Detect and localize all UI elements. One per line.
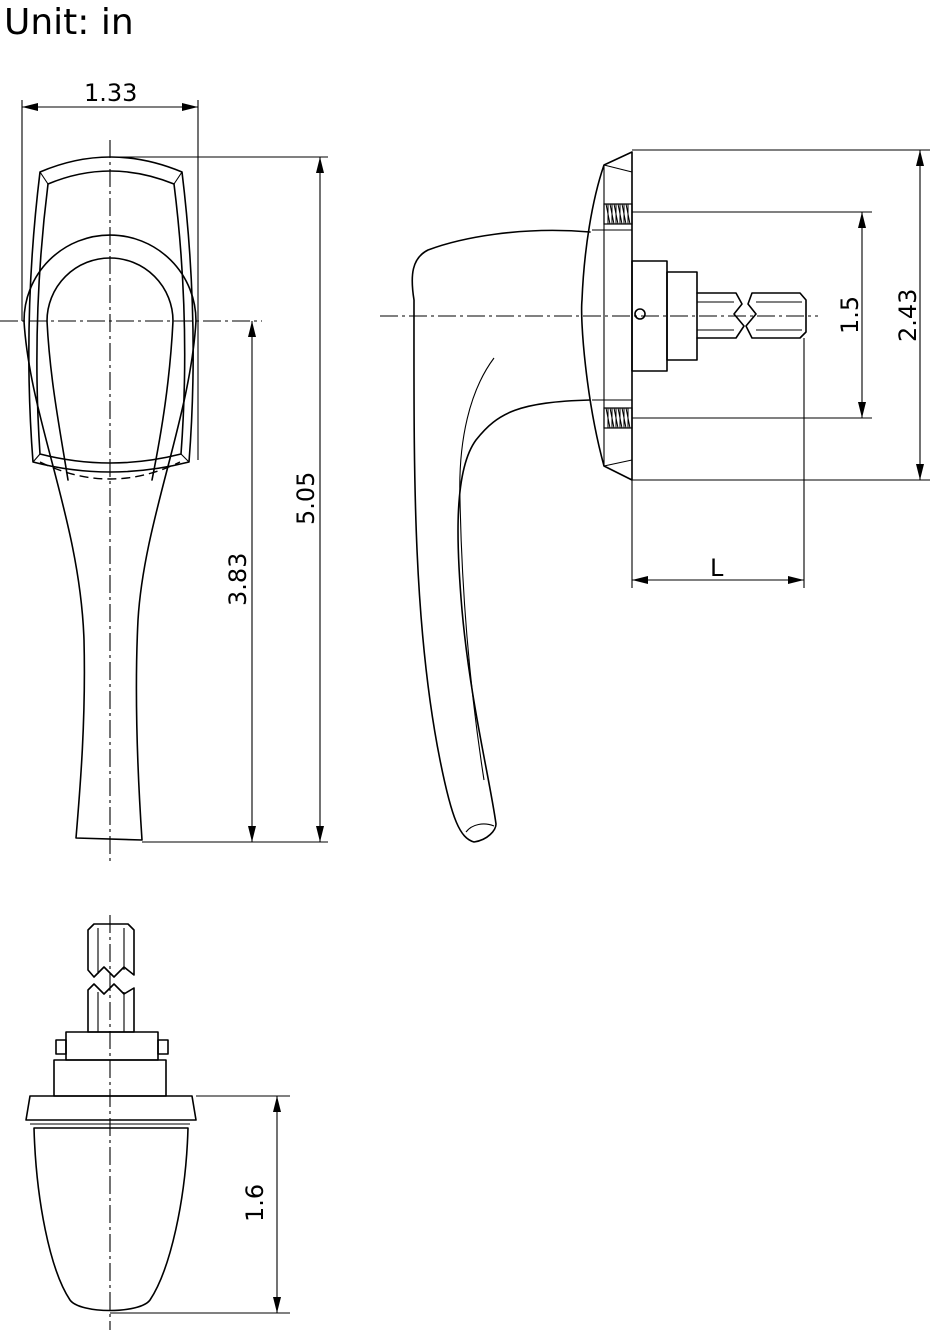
dim-width-label: 1.33 bbox=[84, 79, 137, 107]
bottom-view bbox=[25, 915, 197, 1330]
bottom-plate bbox=[25, 1095, 197, 1121]
front-hidden-arc bbox=[39, 461, 181, 480]
dim-screw-spacing: 1.5 bbox=[632, 211, 872, 419]
dim-length-label: 5.05 bbox=[292, 472, 320, 525]
dim-arrow bbox=[22, 103, 38, 111]
dim-base-depth: 1.6 bbox=[110, 1095, 290, 1314]
dim-arrow bbox=[182, 103, 198, 111]
front-view bbox=[0, 140, 262, 862]
side-base-bevel-top bbox=[603, 164, 633, 173]
dim-arrow bbox=[916, 464, 924, 480]
front-plate-outline bbox=[28, 156, 194, 473]
unit-label: Unit: in bbox=[4, 2, 134, 43]
bevel-corner-tr bbox=[173, 171, 183, 185]
side-lever-outline bbox=[411, 229, 591, 843]
dim-arrow bbox=[248, 321, 256, 337]
front-lever-outline bbox=[23, 320, 197, 841]
dim-arrow bbox=[916, 150, 924, 166]
dim-arrow bbox=[316, 157, 324, 173]
dim-overall-length: 5.05 bbox=[110, 156, 328, 843]
dim-l-label: L bbox=[710, 554, 724, 582]
front-lever-inner-left bbox=[46, 320, 69, 481]
side-lever-inner bbox=[459, 357, 495, 781]
bevel-corner-tl bbox=[39, 171, 49, 185]
front-hub-inner bbox=[46, 257, 174, 322]
side-screw-bottom bbox=[603, 407, 633, 429]
front-plate-bevel bbox=[36, 170, 186, 464]
dim-arrow bbox=[273, 1096, 281, 1112]
dim-arrow bbox=[316, 826, 324, 842]
side-spindle-right bbox=[745, 292, 807, 339]
bottom-knob-body bbox=[33, 1127, 189, 1312]
front-lever-inner-right bbox=[151, 320, 174, 481]
side-view bbox=[380, 151, 818, 843]
bevel-corner-bl bbox=[32, 453, 41, 463]
side-pin-hole bbox=[634, 308, 646, 320]
dim-overall-width: 1.33 bbox=[21, 79, 199, 460]
dim-arrow bbox=[788, 576, 804, 584]
bottom-spindle-top bbox=[87, 923, 135, 978]
side-lever-tip bbox=[465, 823, 495, 833]
bottom-pin-left bbox=[55, 1039, 67, 1055]
dim-arrow bbox=[858, 402, 866, 418]
bottom-spindle-bottom bbox=[87, 983, 135, 1033]
dim-screw-label: 1.5 bbox=[836, 296, 864, 334]
bottom-hub-top bbox=[65, 1031, 159, 1061]
front-hub-outer bbox=[23, 234, 197, 322]
dim-pivot-to-tip: 3.83 bbox=[224, 321, 256, 842]
dim-base-label: 2.43 bbox=[894, 289, 922, 342]
side-base-outline bbox=[580, 151, 633, 481]
dim-base-height: 2.43 bbox=[632, 149, 930, 481]
dim-arrow bbox=[858, 212, 866, 228]
side-base-bevel-bottom bbox=[603, 459, 633, 467]
dim-depth-label: 1.6 bbox=[241, 1184, 269, 1222]
dim-spindle-length: L bbox=[631, 338, 805, 588]
bottom-pin-right bbox=[157, 1039, 169, 1055]
dim-arrow bbox=[273, 1297, 281, 1313]
bevel-corner-br bbox=[180, 453, 190, 463]
dim-pivot-label: 3.83 bbox=[224, 553, 252, 606]
dim-arrow bbox=[248, 826, 256, 842]
side-hub-small bbox=[666, 271, 698, 361]
side-screw-top bbox=[603, 203, 633, 225]
side-spindle-left bbox=[696, 292, 745, 339]
dim-arrow bbox=[632, 576, 648, 584]
